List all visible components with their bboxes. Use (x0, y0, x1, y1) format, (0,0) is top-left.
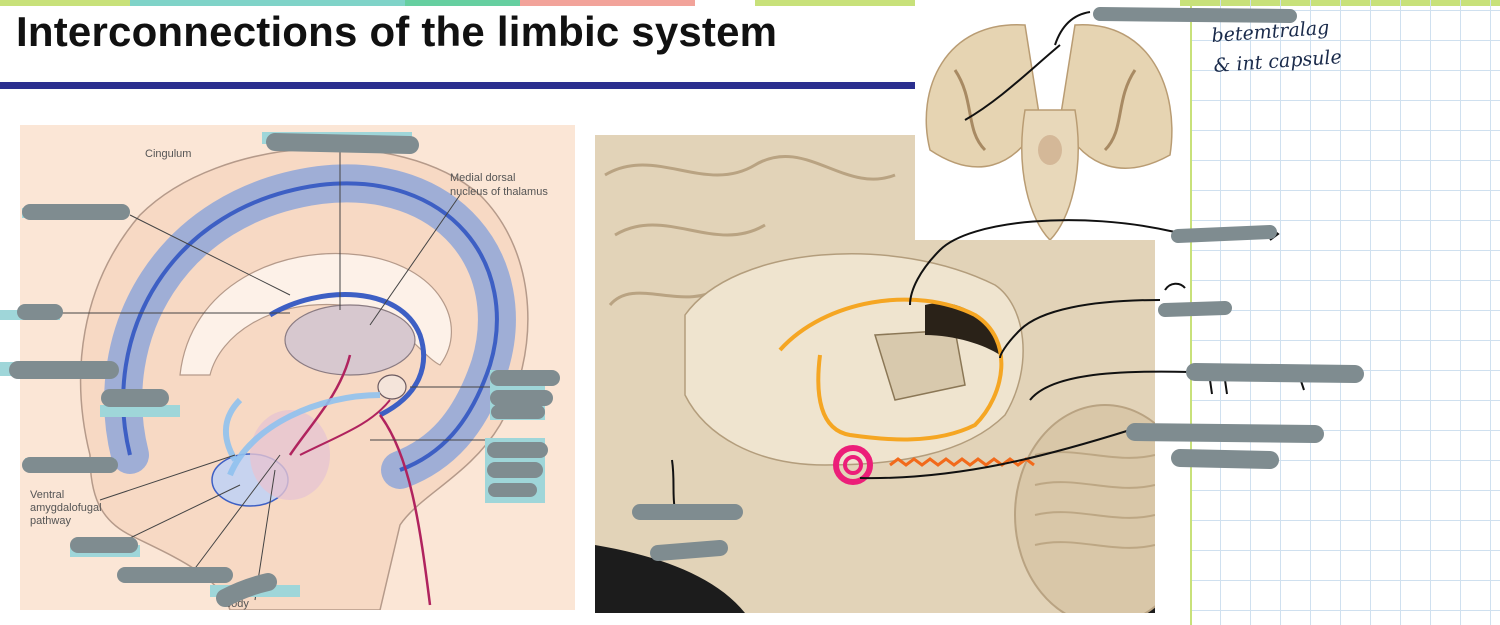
limbic-system-diagram: Cingulum Medial dorsal nucleus of thalam… (20, 125, 575, 610)
pineal-mark (1038, 135, 1062, 165)
label-body: body (225, 598, 249, 610)
label-ventral-pathway-line-3: pathway (30, 515, 71, 527)
title-underline (0, 82, 915, 89)
slide-title: Interconnections of the limbic system (16, 8, 778, 55)
hand-mark (1164, 282, 1186, 291)
top-bar-segment (0, 0, 130, 6)
leader-line (189, 454, 281, 576)
label-cingulum: Cingulum (145, 148, 191, 160)
blue-fiber-bundle (227, 392, 381, 477)
magenta-pathway-2 (378, 414, 432, 606)
cingulum-core (121, 181, 499, 472)
handwritten-note-line-1: betemtralag (1211, 18, 1330, 47)
leader-line (129, 214, 291, 296)
fornix (268, 292, 427, 418)
handwritten-note: betemtralag & int capsule (1211, 18, 1343, 77)
orange-outline-trace (778, 297, 1004, 442)
top-bar-segment (405, 0, 520, 6)
label-medial-dorsal-line-2: nucleus of thalamus (450, 186, 548, 198)
leader-line (369, 194, 461, 326)
top-bar-segment (520, 0, 695, 6)
brainstem-photo (915, 0, 1180, 240)
leader-line (99, 454, 236, 501)
medial-surface (684, 253, 1024, 466)
blue-fiber-bundle (222, 397, 243, 462)
top-bar-segment (695, 0, 755, 6)
label-ventral-pathway-line-2: amygdalofugal (30, 502, 102, 514)
top-bar-segment (130, 0, 405, 6)
label-medial-dorsal-line-1: Medial dorsal (450, 172, 515, 184)
grid-margin-line (1190, 0, 1192, 625)
magenta-pathway-3 (299, 399, 391, 456)
label-ventral-pathway-line-1: Ventral (30, 489, 64, 501)
lateral-ventricle (925, 303, 1000, 355)
handwritten-note-line-2: & int capsule (1213, 46, 1343, 77)
mammillary-body (377, 374, 407, 400)
magenta-pathway-1 (288, 354, 352, 456)
thalamus (284, 304, 416, 376)
